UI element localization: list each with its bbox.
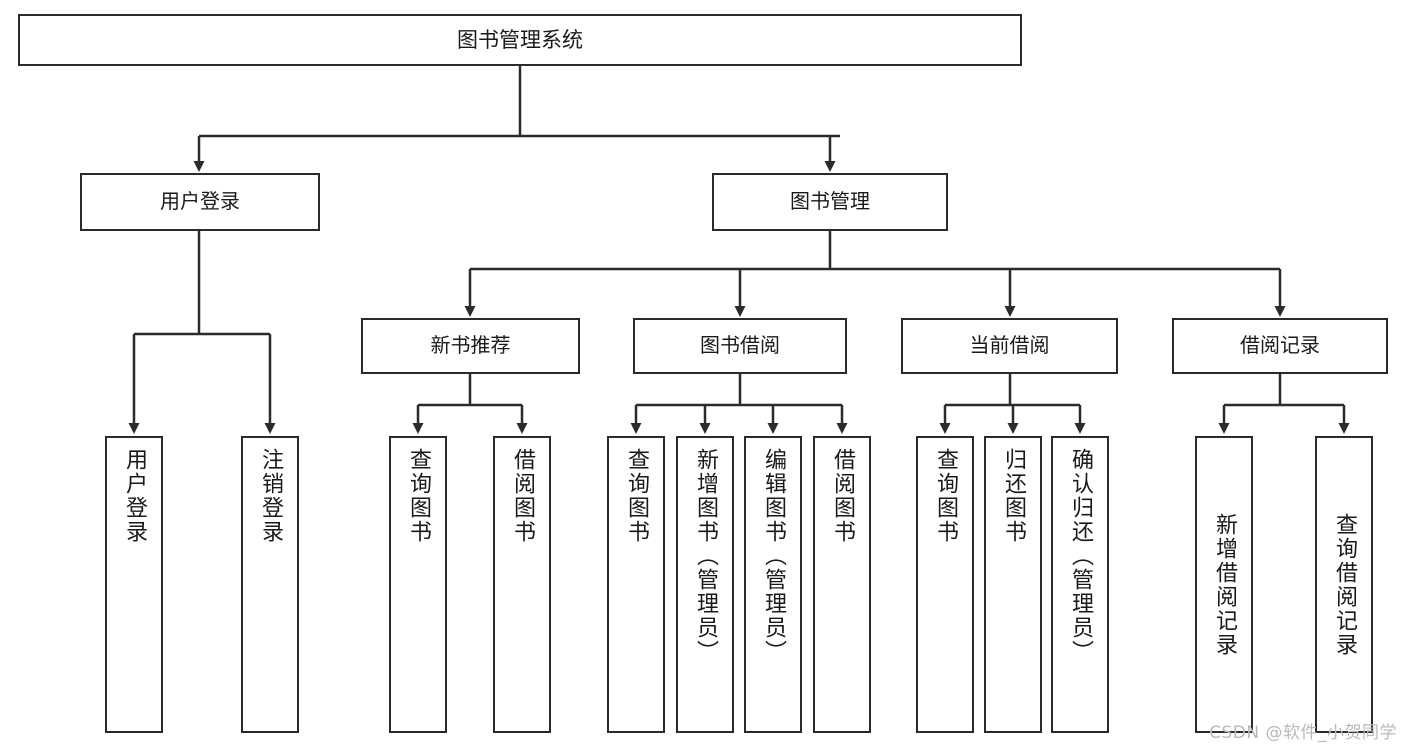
node-current-borrow-label: 当前借阅	[969, 333, 1050, 358]
leaf-user-login-label: 用户登录	[122, 448, 147, 544]
node-borrow-record-label: 借阅记录	[1240, 333, 1320, 358]
leaf-edit-book-admin-label: 编辑图书（管理员）	[761, 448, 786, 664]
leaf-query-book-borrow-label: 查询图书	[624, 448, 649, 544]
leaf-user-login[interactable]: 用户登录	[105, 436, 163, 733]
leaf-logout-label: 注销登录	[258, 448, 283, 544]
node-root[interactable]: 图书管理系统	[18, 14, 1022, 66]
node-book-borrow-label: 图书借阅	[700, 333, 780, 358]
node-book-management-label: 图书管理	[790, 189, 870, 214]
leaf-add-borrow-record-label: 新增借阅记录	[1212, 512, 1237, 657]
leaf-return-book[interactable]: 归还图书	[984, 436, 1042, 733]
node-user-login[interactable]: 用户登录	[80, 173, 320, 231]
leaf-borrow-book-recommend[interactable]: 借阅图书	[493, 436, 551, 733]
node-new-book-recommend[interactable]: 新书推荐	[361, 318, 580, 374]
leaf-borrow-book-recommend-label: 借阅图书	[510, 448, 535, 544]
node-book-borrow[interactable]: 图书借阅	[633, 318, 847, 374]
node-borrow-record[interactable]: 借阅记录	[1172, 318, 1388, 374]
leaf-query-borrow-record[interactable]: 查询借阅记录	[1315, 436, 1373, 733]
leaf-borrow-book[interactable]: 借阅图书	[813, 436, 871, 733]
node-current-borrow[interactable]: 当前借阅	[901, 318, 1118, 374]
leaf-borrow-book-label: 借阅图书	[830, 448, 855, 544]
watermark-text: CSDN @软件_小贺同学	[1209, 723, 1397, 743]
leaf-return-book-label: 归还图书	[1001, 448, 1026, 544]
leaf-query-book-current-label: 查询图书	[933, 448, 958, 544]
leaf-add-book-admin-label: 新增图书（管理员）	[693, 448, 718, 664]
leaf-query-book-recommend-label: 查询图书	[406, 448, 431, 544]
leaf-confirm-return-admin-label: 确认归还（管理员）	[1068, 448, 1093, 664]
leaf-edit-book-admin[interactable]: 编辑图书（管理员）	[744, 436, 802, 733]
node-user-login-label: 用户登录	[160, 189, 240, 214]
node-book-management[interactable]: 图书管理	[712, 173, 948, 231]
leaf-add-book-admin[interactable]: 新增图书（管理员）	[676, 436, 734, 733]
node-new-book-recommend-label: 新书推荐	[430, 333, 511, 358]
leaf-query-book-recommend[interactable]: 查询图书	[389, 436, 447, 733]
leaf-query-borrow-record-label: 查询借阅记录	[1332, 512, 1357, 657]
leaf-add-borrow-record[interactable]: 新增借阅记录	[1195, 436, 1253, 733]
leaf-query-book-current[interactable]: 查询图书	[916, 436, 974, 733]
leaf-logout[interactable]: 注销登录	[241, 436, 299, 733]
leaf-query-book-borrow[interactable]: 查询图书	[607, 436, 665, 733]
leaf-confirm-return-admin[interactable]: 确认归还（管理员）	[1051, 436, 1109, 733]
node-root-label: 图书管理系统	[457, 27, 583, 52]
